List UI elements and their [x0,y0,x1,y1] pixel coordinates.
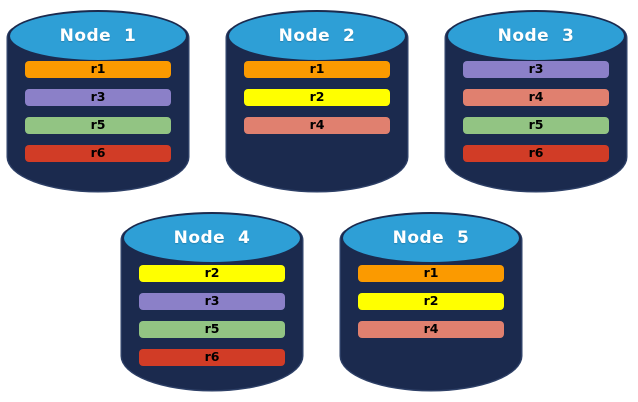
cylinder-top-cap: Node 2 [227,10,407,62]
cylinder-top-cap: Node 4 [122,212,302,264]
database-node-1[interactable]: Node 1 r1 r3 r5 r6 [8,6,188,191]
replica-bar-r2[interactable]: r2 [244,89,390,106]
replica-bar-r6[interactable]: r6 [25,145,171,162]
cylinder-top-cap: Node 3 [446,10,626,62]
replica-label: r3 [528,61,544,77]
replica-bar-r2[interactable]: r2 [139,265,285,282]
database-node-4[interactable]: Node 4 r2 r3 r5 r6 [122,208,302,390]
database-node-2[interactable]: Node 2 r1 r2 r4 [227,6,407,191]
node-title: Node 1 [59,26,137,46]
replica-bar-list: r3 r4 r5 r6 [463,61,609,162]
replica-label: r5 [528,117,544,133]
replica-label: r1 [309,61,325,77]
replica-bar-r1[interactable]: r1 [25,61,171,78]
replica-label: r5 [204,321,220,337]
database-node-3[interactable]: Node 3 r3 r4 r5 r6 [446,6,626,191]
replica-bar-r5[interactable]: r5 [25,117,171,134]
replica-bar-r2[interactable]: r2 [358,293,504,310]
replica-label: r2 [309,89,325,105]
replica-bar-r6[interactable]: r6 [139,349,285,366]
replica-label: r6 [90,145,106,161]
replica-bar-r3[interactable]: r3 [463,61,609,78]
replica-label: r2 [423,293,439,309]
node-title: Node 4 [173,228,251,248]
replica-bar-r1[interactable]: r1 [358,265,504,282]
replica-label: r1 [423,265,439,281]
node-title: Node 5 [392,228,470,248]
replica-bar-list: r1 r3 r5 r6 [25,61,171,162]
database-node-5[interactable]: Node 5 r1 r2 r4 [341,208,521,390]
replica-label: r6 [204,349,220,365]
replica-label: r3 [204,293,220,309]
replica-label: r6 [528,145,544,161]
node-title: Node 3 [497,26,575,46]
replica-bar-list: r1 r2 r4 [358,265,504,338]
replica-label: r2 [204,265,220,281]
replica-bar-r3[interactable]: r3 [25,89,171,106]
replica-bar-r4[interactable]: r4 [463,89,609,106]
replica-label: r4 [528,89,544,105]
replica-bar-r5[interactable]: r5 [139,321,285,338]
replica-bar-r4[interactable]: r4 [244,117,390,134]
replica-label: r1 [90,61,106,77]
replica-bar-r3[interactable]: r3 [139,293,285,310]
replica-bar-r5[interactable]: r5 [463,117,609,134]
replica-label: r5 [90,117,106,133]
replica-bar-list: r2 r3 r5 r6 [139,265,285,366]
node-title: Node 2 [278,26,356,46]
replica-bar-r1[interactable]: r1 [244,61,390,78]
replica-bar-r4[interactable]: r4 [358,321,504,338]
replica-label: r3 [90,89,106,105]
replica-bar-list: r1 r2 r4 [244,61,390,134]
replica-bar-r6[interactable]: r6 [463,145,609,162]
cylinder-top-cap: Node 1 [8,10,188,62]
replica-label: r4 [423,321,439,337]
replica-label: r4 [309,117,325,133]
cylinder-top-cap: Node 5 [341,212,521,264]
